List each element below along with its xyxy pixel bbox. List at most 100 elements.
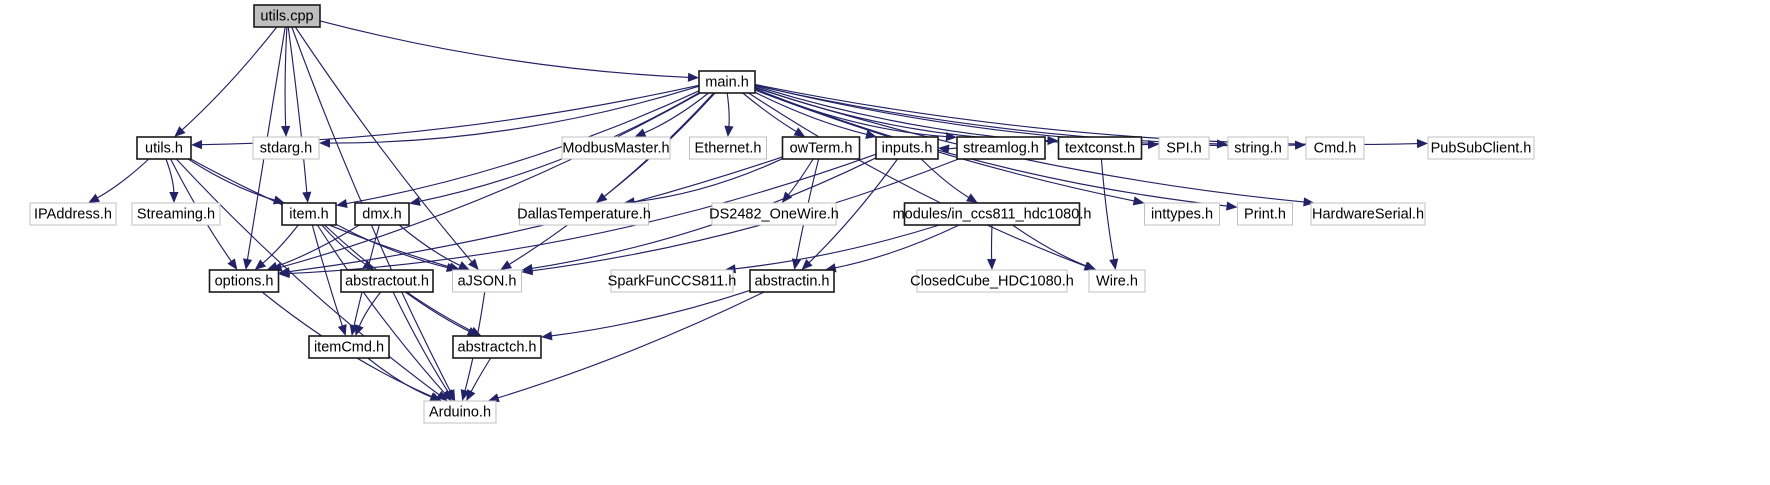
node-dmx_h[interactable]: dmx.h — [354, 202, 410, 226]
node-box[interactable] — [956, 136, 1046, 160]
edge-arrowhead — [337, 324, 347, 336]
edge-arrowhead — [865, 129, 877, 139]
node-box[interactable] — [698, 70, 756, 94]
node-box[interactable] — [131, 202, 221, 226]
node-box[interactable] — [1237, 202, 1293, 226]
node-box[interactable] — [1227, 136, 1289, 160]
edge-utils_cpp-to-stdarg_h — [284, 26, 288, 128]
edge-arrowhead — [791, 258, 801, 270]
node-utils_h[interactable]: utils.h — [136, 136, 192, 160]
edge-arrowhead — [281, 125, 291, 137]
node-box[interactable] — [1144, 202, 1220, 226]
edge-abstractout_h-to-itemcmd_h — [358, 291, 382, 328]
node-owterm_h[interactable]: owTerm.h — [781, 136, 861, 160]
node-box[interactable] — [253, 4, 321, 28]
node-closedcube_hdc1080_h[interactable]: ClosedCube_HDC1080.h — [910, 269, 1074, 293]
node-box[interactable] — [208, 269, 280, 293]
node-box[interactable] — [354, 202, 410, 226]
node-sparkfunccs811_h[interactable]: SparkFunCCS811.h — [608, 269, 737, 293]
node-modbusmaster_h[interactable]: ModbusMaster.h — [561, 136, 671, 160]
node-box[interactable] — [308, 335, 390, 359]
node-inputs_h[interactable]: inputs.h — [875, 136, 939, 160]
node-label: owTerm.h — [790, 140, 853, 156]
edge-main_h-to-wire_h — [748, 92, 1087, 268]
edge-arrowhead — [88, 193, 101, 203]
edge-arrowhead — [227, 258, 238, 270]
node-label: Wire.h — [1096, 273, 1138, 289]
edge-arrowhead — [468, 258, 479, 270]
node-print_h[interactable]: Print.h — [1237, 202, 1293, 226]
edge-arrowhead — [487, 393, 500, 403]
node-box[interactable] — [519, 202, 649, 226]
node-cmd_h[interactable]: Cmd.h — [1305, 136, 1365, 160]
node-label: textconst.h — [1065, 140, 1135, 156]
node-ethernet_h[interactable]: Ethernet.h — [689, 136, 767, 160]
node-box[interactable] — [875, 136, 939, 160]
node-box[interactable] — [916, 269, 1068, 293]
node-wire_h[interactable]: Wire.h — [1088, 269, 1146, 293]
edge-arrowhead — [266, 261, 279, 271]
node-box[interactable] — [781, 136, 861, 160]
node-utils_cpp[interactable]: utils.cpp — [253, 4, 321, 28]
node-ipaddress_h[interactable]: IPAddress.h — [29, 202, 117, 226]
node-box[interactable] — [749, 269, 835, 293]
node-dallastemperature_h[interactable]: DallasTemperature.h — [517, 202, 651, 226]
node-spi_h[interactable]: SPI.h — [1158, 136, 1210, 160]
edge-main_h-to-cmd_h — [754, 84, 1297, 147]
node-arduino_h[interactable]: Arduino.h — [423, 400, 497, 424]
edge-arrowhead — [634, 128, 647, 137]
node-options_h[interactable]: options.h — [208, 269, 280, 293]
node-streaming_h[interactable]: Streaming.h — [131, 202, 221, 226]
node-textconst_h[interactable]: textconst.h — [1057, 136, 1143, 160]
node-label: inputs.h — [882, 140, 933, 156]
node-label: modules/in_ccs811_hdc1080.h — [893, 206, 1092, 222]
node-label: Ethernet.h — [695, 140, 762, 156]
node-box[interactable] — [1088, 269, 1146, 293]
node-ajson_h[interactable]: aJSON.h — [452, 269, 522, 293]
node-pubsubclient_h[interactable]: PubSubClient.h — [1427, 136, 1535, 160]
node-streamlog_h[interactable]: streamlog.h — [956, 136, 1046, 160]
edge-modules_ccs811_h-to-wire_h — [1012, 224, 1088, 268]
node-box[interactable] — [1310, 202, 1426, 226]
node-stdarg_h[interactable]: stdarg.h — [252, 136, 320, 160]
node-box[interactable] — [1305, 136, 1365, 160]
node-box[interactable] — [1158, 136, 1210, 160]
edge-arrowhead — [355, 324, 364, 336]
node-box[interactable] — [452, 269, 522, 293]
node-box[interactable] — [252, 136, 320, 160]
node-box[interactable] — [1427, 136, 1535, 160]
node-abstractch_h[interactable]: abstractch.h — [452, 335, 542, 359]
node-item_h[interactable]: item.h — [281, 202, 337, 226]
edge-arrowhead — [302, 191, 312, 203]
node-box[interactable] — [903, 202, 1081, 226]
node-abstractout_h[interactable]: abstractout.h — [340, 269, 434, 293]
node-box[interactable] — [136, 136, 192, 160]
node-label: Print.h — [1244, 206, 1286, 222]
node-label: Arduino.h — [429, 404, 491, 420]
node-main_h[interactable]: main.h — [698, 70, 756, 94]
node-box[interactable] — [610, 269, 734, 293]
node-itemcmd_h[interactable]: itemCmd.h — [308, 335, 390, 359]
node-abstractin_h[interactable]: abstractin.h — [749, 269, 835, 293]
edge-inputs_h-to-abstractin_h — [807, 158, 898, 264]
node-hardwareserial_h[interactable]: HardwareSerial.h — [1310, 202, 1426, 226]
node-box[interactable] — [711, 202, 837, 226]
node-modules_ccs811_h[interactable]: modules/in_ccs811_hdc1080.h — [893, 202, 1092, 226]
edge-main_h-to-ajson_h — [507, 92, 715, 266]
node-box[interactable] — [452, 335, 542, 359]
node-box[interactable] — [281, 202, 337, 226]
edge-modules_ccs811_h-to-abstractin_h — [833, 224, 960, 269]
edge-arrowhead — [460, 389, 470, 401]
node-box[interactable] — [423, 400, 497, 424]
edge-owterm_h-to-options_h — [287, 156, 783, 273]
node-box[interactable] — [689, 136, 767, 160]
node-box[interactable] — [340, 269, 434, 293]
node-box[interactable] — [29, 202, 117, 226]
node-box[interactable] — [1057, 136, 1143, 160]
node-string_h[interactable]: string.h — [1227, 136, 1289, 160]
edge-arrowhead — [466, 327, 479, 336]
node-box[interactable] — [561, 136, 671, 160]
node-label: dmx.h — [362, 206, 402, 222]
node-ds2482_onewire_h[interactable]: DS2482_OneWire.h — [709, 202, 839, 226]
node-inttypes_h[interactable]: inttypes.h — [1144, 202, 1220, 226]
